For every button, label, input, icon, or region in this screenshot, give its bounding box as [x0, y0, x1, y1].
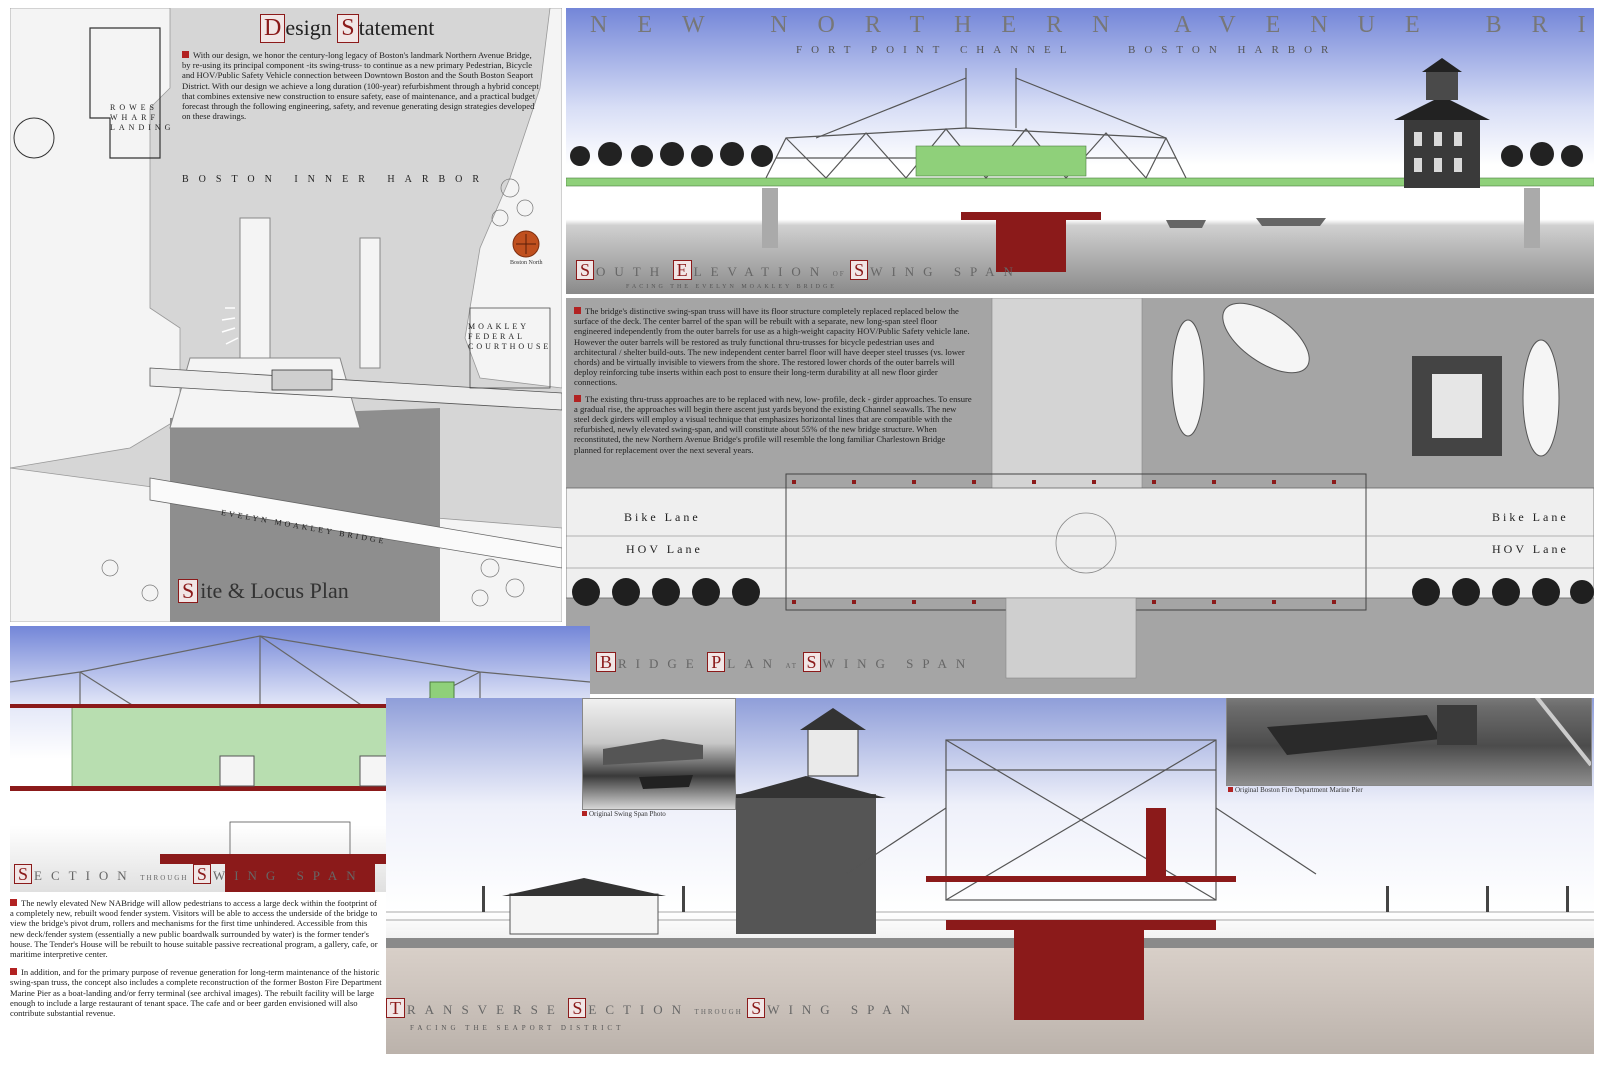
board-subtitle-right: BOSTON HARBOR — [1128, 44, 1338, 56]
caption-rest: ite & Locus Plan — [200, 578, 349, 603]
caption-initial: S — [14, 864, 33, 884]
label-courthouse: MOAKLEY FEDERAL COURTHOUSE — [468, 322, 552, 351]
heading-word: tatement — [358, 15, 435, 40]
photo-image — [1267, 698, 1591, 767]
lower-para-1-text: The newly elevated New NABridge will all… — [10, 898, 378, 960]
swing-para-1-text: The bridge's distinctive swing-span trus… — [574, 306, 970, 388]
transverse-panel: Original Swing Span Photo Original Bosto… — [386, 698, 1594, 1054]
hov-lane-label-left: HOV Lane — [626, 542, 703, 556]
bullet-icon — [10, 899, 17, 906]
caption-word: LEVATION — [693, 264, 829, 279]
caption-word: WING SPAN — [870, 264, 1022, 279]
caption-initial: P — [707, 652, 726, 672]
bike-lane-label-left: Bike Lane — [624, 510, 701, 524]
caption-small: AT — [785, 662, 799, 670]
bridge-plan-panel: The bridge's distinctive swing-span trus… — [566, 298, 1594, 694]
swing-span-photo-text: Original Swing Span Photo — [589, 810, 666, 818]
south-elevation-subcaption: FACING THE EVELYN MOAKLEY BRIDGE — [626, 284, 837, 290]
fire-pier-photo-caption: Original Boston Fire Department Marine P… — [1228, 786, 1363, 794]
caption-initial: S — [178, 579, 199, 603]
south-elevation-drawing — [566, 58, 1594, 272]
caption-initial: S — [568, 998, 587, 1018]
lower-text: The newly elevated New NABridge will all… — [10, 898, 382, 1018]
swing-span-text: The bridge's distinctive swing-span trus… — [574, 306, 972, 455]
swing-span-photo — [582, 698, 736, 810]
label-inner-harbor: BOSTON INNER HARBOR — [182, 174, 490, 185]
caption-initial: T — [386, 998, 405, 1018]
lower-para-2-text: In addition, and for the primary purpose… — [10, 967, 382, 1019]
caption-word: RIDGE — [618, 656, 703, 671]
caption-initial: S — [576, 260, 595, 280]
caption-word: LAN — [727, 656, 781, 671]
bullet-icon — [574, 394, 581, 402]
label-marker: Boston North — [510, 260, 543, 266]
caption-word: RANSVERSE — [407, 1002, 564, 1017]
caption-word: OUTH — [596, 264, 669, 279]
caption-initial: S — [850, 260, 869, 280]
transverse-drawing — [386, 708, 1594, 1054]
fire-pier-photo — [1226, 698, 1592, 786]
caption-word: WING SPAN — [822, 656, 975, 671]
bullet-icon — [182, 51, 189, 58]
lower-para-2: In addition, and for the primary purpose… — [10, 967, 382, 1018]
design-statement-text: With our design, we honor the century-lo… — [182, 50, 542, 121]
bullet-icon — [582, 811, 587, 816]
swing-para-2-text: The existing thru-truss approaches are t… — [574, 393, 972, 455]
caption-initial: E — [672, 260, 692, 280]
caption-word: ECTION — [588, 1002, 691, 1017]
caption-initial: S — [802, 652, 821, 672]
caption-small: OF — [832, 270, 846, 278]
transverse-subcaption: FACING THE SEAPORT DISTRICT — [410, 1024, 625, 1032]
label-rowes-wharf: ROWES WHARF LANDING — [110, 103, 175, 132]
fire-pier-photo-text: Original Boston Fire Department Marine P… — [1235, 786, 1363, 794]
heading-word: esign — [285, 15, 332, 40]
design-statement-body: With our design, we honor the century-lo… — [182, 50, 539, 122]
site-plan-drawing — [10, 8, 562, 622]
caption-word: ECTION — [34, 868, 136, 883]
swing-span-photo-caption: Original Swing Span Photo — [582, 810, 666, 818]
caption-initial: B — [596, 652, 617, 672]
caption-word: WING SPAN — [212, 868, 365, 883]
swing-para-1: The bridge's distinctive swing-span trus… — [574, 306, 972, 388]
heading-initial: S — [337, 14, 359, 43]
bike-lane-label-right: Bike Lane — [1492, 510, 1569, 524]
hov-lane-label-right: HOV Lane — [1492, 542, 1569, 556]
lower-para-1: The newly elevated New NABridge will all… — [10, 898, 382, 959]
caption-initial: S — [747, 998, 766, 1018]
bullet-icon — [10, 968, 17, 976]
caption-small: THROUGH — [694, 1008, 743, 1016]
photo-image — [603, 739, 703, 789]
board-title: NEW NORTHERN AVENUE BRIDGE — [590, 12, 1594, 38]
bullet-icon — [574, 307, 581, 314]
board-subtitle-left: FORT POINT CHANNEL — [796, 44, 1076, 56]
south-elevation-panel: NEW NORTHERN AVENUE BRIDGE FORT POINT CH… — [566, 8, 1594, 294]
caption-initial: S — [192, 864, 211, 884]
bullet-icon — [1228, 787, 1233, 792]
swing-para-2: The existing thru-truss approaches are t… — [574, 394, 972, 455]
caption-word: WING SPAN — [767, 1002, 919, 1017]
caption-small: THROUGH — [140, 874, 189, 882]
heading-initial: D — [260, 14, 286, 43]
bridge-plan-drawing — [566, 298, 1594, 679]
